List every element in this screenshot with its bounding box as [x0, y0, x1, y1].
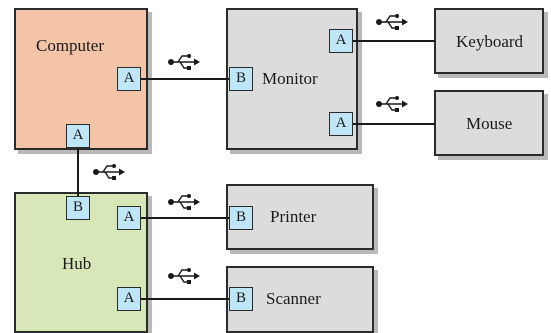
usb-icon: [167, 266, 201, 286]
monitor-port-b: B: [229, 67, 253, 91]
wire-computer-monitor: [141, 78, 233, 80]
hub-port-b: B: [66, 196, 90, 220]
keyboard-box: [434, 8, 544, 74]
wire-hub-printer: [141, 217, 233, 219]
monitor-label: Monitor: [262, 69, 318, 88]
usb-icon: [375, 94, 409, 114]
printer-box: [226, 184, 374, 250]
usb-icon: [375, 12, 409, 32]
keyboard-label: Keyboard: [456, 32, 524, 51]
wire-monitor-keyboard: [351, 40, 435, 42]
scanner-label: Scanner: [266, 289, 321, 308]
hub-port-a-scanner: A: [117, 287, 141, 311]
hub-label: Hub: [62, 254, 92, 273]
usb-icon: [167, 52, 201, 72]
wire-computer-hub: [77, 148, 79, 196]
printer-port-b: B: [229, 206, 253, 230]
mouse-label: Mouse: [466, 114, 513, 133]
scanner-port-b: B: [229, 287, 253, 311]
hub-port-a-printer: A: [117, 206, 141, 230]
wire-hub-scanner: [141, 298, 233, 300]
mouse-box: [434, 90, 544, 156]
monitor-port-a-keyboard: A: [329, 29, 353, 53]
wire-monitor-mouse: [351, 123, 435, 125]
monitor-port-a-mouse: A: [329, 112, 353, 136]
usb-icon: [167, 192, 201, 212]
computer-port-a-hub: A: [66, 124, 90, 148]
printer-label: Printer: [270, 207, 317, 226]
computer-port-a-monitor: A: [117, 67, 141, 91]
usb-icon: [92, 162, 126, 182]
computer-label: Computer: [36, 36, 104, 55]
